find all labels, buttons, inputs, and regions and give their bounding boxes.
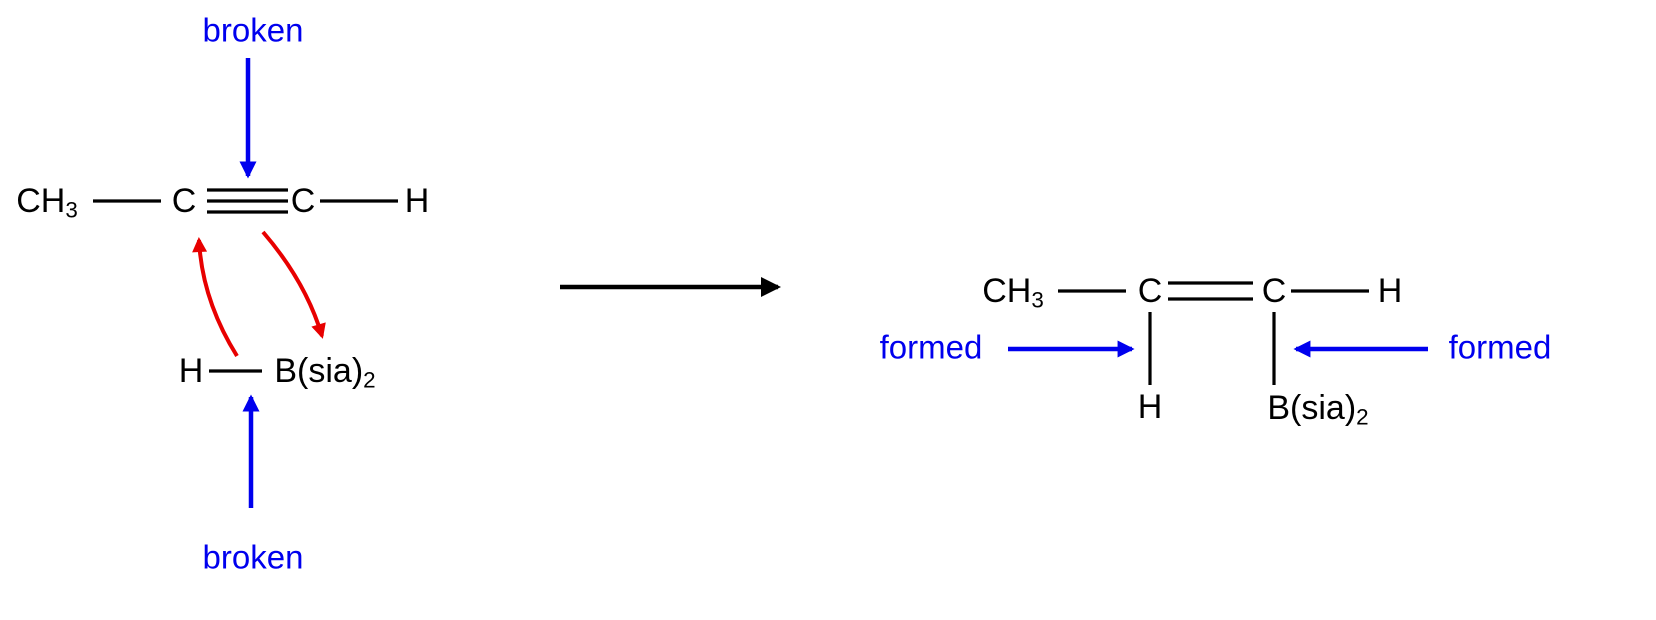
reactant-methyl-text: CH (16, 182, 66, 221)
product-methyl-group: CH3 (982, 274, 1044, 312)
reactant-methyl-group: CH3 (16, 184, 78, 222)
reactant-borane-h: H (178, 352, 204, 390)
electron-arrow-pi-to-boron (261, 230, 326, 339)
product-borane-group: B(sia)2 (1267, 391, 1368, 429)
product-carbon1: C (1137, 272, 1163, 310)
reactant-borane-text: B(sia) (274, 352, 364, 391)
reactant-borane-subscript: 2 (363, 367, 376, 393)
product-methyl-text: CH (982, 272, 1032, 311)
product-borane-text: B(sia) (1267, 389, 1357, 428)
reactant-carbon1: C (171, 182, 197, 220)
reactant-methyl-subscript: 3 (65, 197, 78, 223)
broken-label-top: broken (202, 11, 304, 49)
reactant-alkyne-h: H (404, 182, 430, 220)
product-methyl-subscript: 3 (1031, 287, 1044, 313)
broken-label-bottom: broken (202, 538, 304, 576)
product-added-h: H (1137, 388, 1163, 426)
reactant-carbon2: C (290, 182, 316, 220)
product-carbon2: C (1261, 272, 1287, 310)
electron-arrow-hb-to-carbon (192, 237, 239, 358)
reactant-borane-group: B(sia)2 (274, 354, 375, 392)
product-vinyl-h: H (1377, 272, 1403, 310)
product-borane-subscript: 2 (1356, 404, 1369, 430)
formed-label-left: formed (879, 328, 983, 366)
formed-label-right: formed (1448, 328, 1552, 366)
